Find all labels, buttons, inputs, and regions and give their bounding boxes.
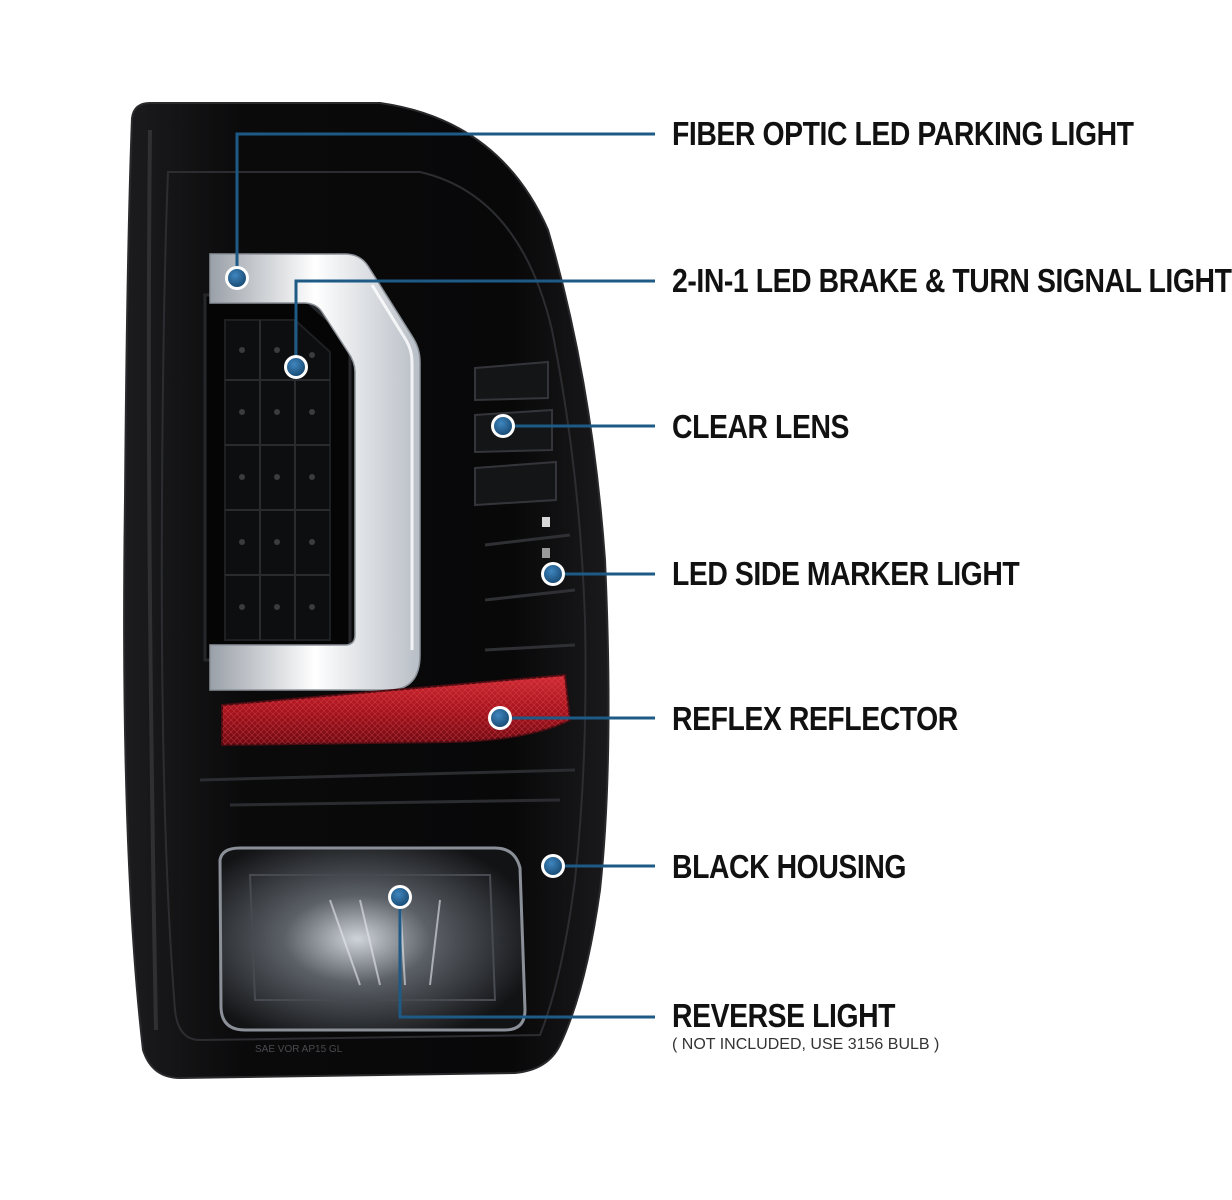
fiber-optic-tube [209,253,421,691]
callout-label-reverse: REVERSE LIGHT [672,997,896,1034]
callout-dot-reverse [388,885,412,909]
callout-dot-brake [284,355,308,379]
callout-dot-reflector [488,706,512,730]
callout-label-fiber: FIBER OPTIC LED PARKING LIGHT [672,115,1134,152]
clear-lens-detail [474,360,557,507]
callout-label-housing: BLACK HOUSING [672,848,907,885]
callout-line-brake [294,279,655,367]
reverse-light-lens [218,846,527,1032]
tail-light-diagram: SAE VOR AP15 GL [123,102,655,1080]
callout-note-reverse: ( NOT INCLUDED, USE 3156 BULB ) [672,1036,940,1053]
callout-dot-fiber [225,266,249,290]
callout-label-reflector: REFLEX REFLECTOR [672,700,958,737]
side-ridges [484,533,576,652]
led-brake-turn-module [203,293,352,662]
callout-dot-lens [491,414,515,438]
callout-dot-marker [541,562,565,586]
led-side-marker [542,517,550,527]
callout-line-fiber [235,132,655,278]
callout-label-brake: 2-IN-1 LED BRAKE & TURN SIGNAL LIGHT [672,262,1232,299]
reflex-reflector [221,673,572,747]
callout-label-lens: CLEAR LENS [672,408,850,445]
lower-ridges [199,768,576,807]
callout-line-reverse [398,897,655,1019]
callout-label-marker: LED SIDE MARKER LIGHT [672,555,1020,592]
housing-fine-print: SAE VOR AP15 GL [255,1044,343,1055]
led-side-marker-2 [542,548,550,558]
callout-dot-housing [541,854,565,878]
